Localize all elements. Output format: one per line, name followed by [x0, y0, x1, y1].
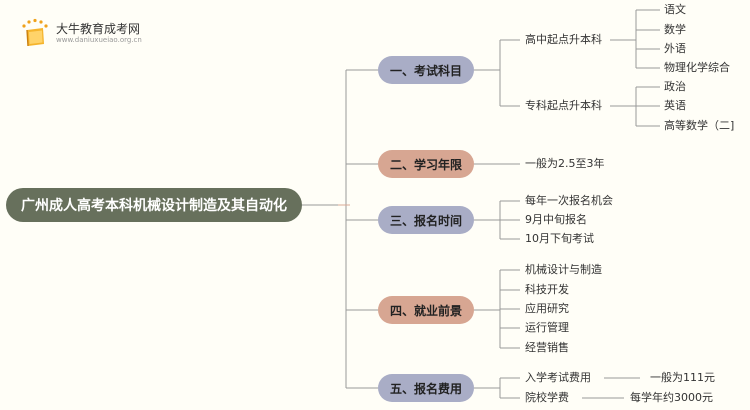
career-item: 运行管理 [525, 321, 569, 334]
duration-item: 一般为2.5至3年 [525, 157, 605, 170]
career-item: 科技开发 [525, 283, 569, 296]
career-item: 应用研究 [525, 302, 569, 315]
fee-value: 每学年约3000元 [630, 391, 713, 404]
branch-study-duration: 二、学习年限 [378, 150, 474, 178]
subject-item: 外语 [664, 42, 686, 55]
branch-registration-time: 三、报名时间 [378, 206, 474, 234]
subject-item: 数学 [664, 23, 686, 36]
fee-label: 院校学费 [525, 391, 569, 404]
career-item: 机械设计与制造 [525, 263, 602, 276]
subject-item: 语文 [664, 3, 686, 16]
branch-fees: 五、报名费用 [378, 374, 474, 402]
registration-item: 9月中旬报名 [525, 213, 587, 226]
book-stars-icon [22, 18, 48, 47]
subject-item: 高等数学（二] [664, 119, 735, 132]
branch-exam-subjects: 一、考试科目 [378, 56, 474, 84]
root-node: 广州成人高考本科机械设计制造及其自动化 [6, 188, 302, 222]
registration-item: 10月下旬考试 [525, 232, 594, 245]
fee-value: 一般为111元 [650, 371, 715, 384]
brand-title: 大牛教育成考网 [56, 22, 141, 36]
career-item: 经营销售 [525, 341, 569, 354]
subject-item: 政治 [664, 80, 686, 93]
registration-item: 每年一次报名机会 [525, 194, 613, 207]
subgroup-college-entry: 专科起点升本科 [525, 99, 602, 112]
brand-url: www.daniuxueiao.org.cn [56, 36, 142, 44]
subgroup-highschool-entry: 高中起点升本科 [525, 33, 602, 46]
subject-item: 英语 [664, 99, 686, 112]
fee-label: 入学考试费用 [525, 371, 591, 384]
subject-item: 物理化学综合 [664, 61, 730, 74]
branch-career-prospects: 四、就业前景 [378, 296, 474, 324]
